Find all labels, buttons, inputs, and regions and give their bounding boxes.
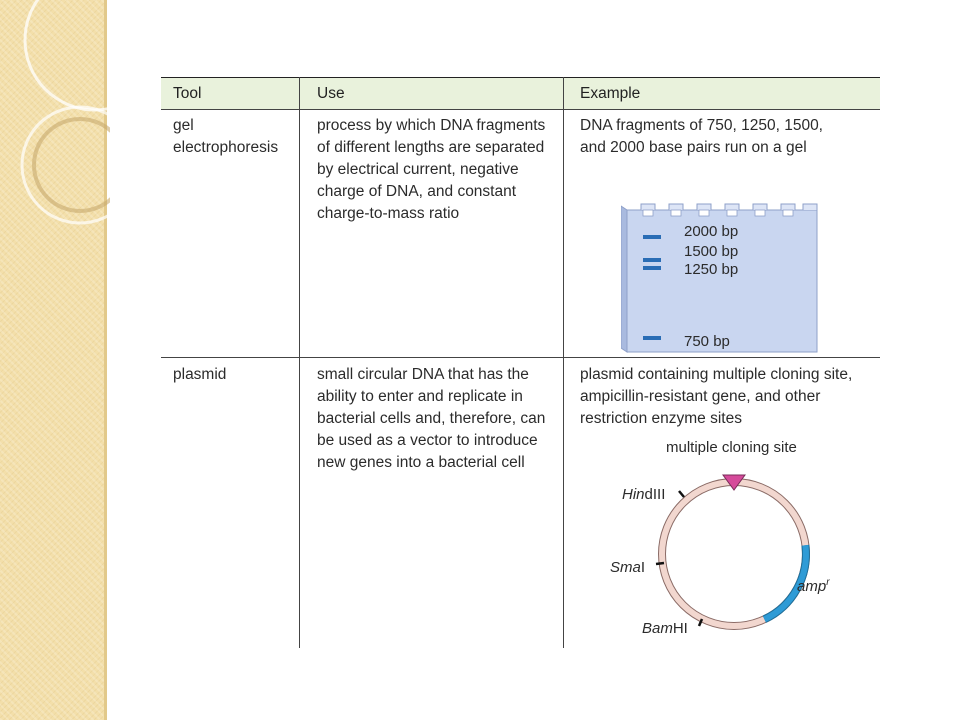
ampr-label: ampr (797, 577, 830, 595)
table-row: gel electrophoresis process by which DNA… (161, 109, 880, 358)
bam-site-tick (697, 618, 704, 627)
column-divider (299, 77, 300, 648)
header-example: Example (580, 85, 641, 102)
band-1250 (643, 266, 661, 270)
hindiii-label: HindIII (622, 486, 666, 503)
band-750 (643, 336, 661, 340)
table-row: plasmid small circular DNA that has the … (161, 358, 880, 648)
table-header-row: Tool Use Example (161, 77, 880, 110)
sidebar-edge (104, 0, 107, 720)
example-cell: plasmid containing multiple cloning site… (580, 366, 853, 427)
band-label-750: 750 bp (684, 333, 730, 350)
use-cell: process by which DNA fragments of differ… (317, 117, 546, 222)
column-divider (563, 77, 564, 648)
mcs-marker (722, 474, 746, 491)
smai-label: SmaI (610, 559, 646, 576)
header-use: Use (317, 85, 345, 102)
decorative-circles (20, 0, 110, 225)
tool-cell: plasmid (173, 366, 227, 383)
sma-site-tick (655, 561, 665, 566)
band-label-2000: 2000 bp (684, 223, 739, 240)
band-label-1500: 1500 bp (684, 243, 739, 260)
mcs-label: multiple cloning site (666, 439, 797, 456)
tool-cell: gel electrophoresis (173, 117, 279, 156)
band-2000 (643, 235, 661, 239)
header-tool: Tool (173, 85, 202, 102)
gel-diagram (621, 203, 818, 353)
band-label-1250: 1250 bp (684, 261, 739, 278)
band-1500 (643, 258, 661, 262)
hind-site-tick (678, 490, 685, 498)
example-cell: DNA fragments of 750, 1250, 1500, and 20… (580, 117, 823, 156)
bamhi-label: BamHI (642, 620, 688, 637)
use-cell: small circular DNA that has the ability … (317, 366, 546, 471)
tools-table: Tool Use Example gel electrophoresis pro… (161, 77, 880, 648)
plasmid-diagram (655, 474, 810, 630)
